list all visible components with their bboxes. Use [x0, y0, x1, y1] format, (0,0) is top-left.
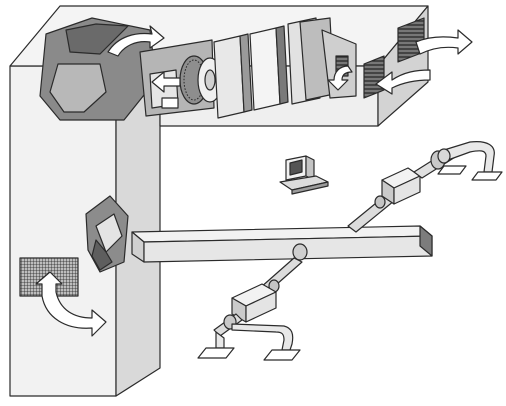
- upper-branch: [348, 142, 502, 232]
- main-supply-duct: [132, 226, 432, 262]
- thermostat-controller: [280, 156, 328, 194]
- diffuser-lower-left: [198, 348, 234, 358]
- upper-branch-collar: [375, 196, 385, 208]
- diffuser-upper-right: [472, 172, 502, 180]
- cooling-coil: [250, 28, 280, 110]
- lower-branch: [198, 258, 302, 360]
- fan-hub: [205, 70, 215, 90]
- upper-flex-collar: [438, 149, 450, 163]
- controller-screen: [290, 160, 302, 175]
- diffuser-lower-right: [264, 350, 300, 360]
- fan-motor: [162, 98, 178, 108]
- lower-flex-duct: [232, 324, 293, 350]
- heating-coil: [214, 36, 244, 118]
- outdoor-air-louver: [364, 56, 384, 98]
- branch-takeoff-lower: [293, 244, 307, 260]
